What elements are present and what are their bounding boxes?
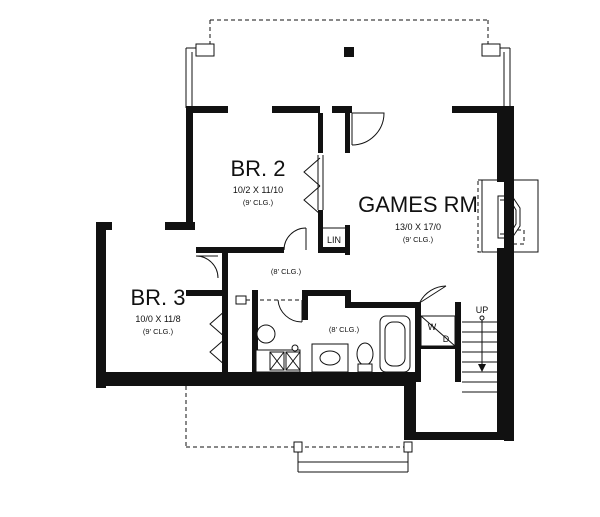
deck-frame — [185, 47, 511, 108]
post-marker — [344, 47, 354, 57]
sink-icon — [256, 324, 276, 344]
games-title: GAMES RM — [358, 192, 478, 217]
closet-bifold-br3 — [209, 309, 227, 367]
exterior-walls — [96, 106, 514, 441]
linen-closet — [321, 227, 347, 251]
washer-label: W — [428, 322, 437, 332]
bath-fixtures — [255, 315, 411, 373]
br2-ceiling: (9' CLG.) — [243, 198, 274, 207]
br3-ceiling: (9' CLG.) — [143, 327, 174, 336]
br3-title: BR. 3 — [130, 285, 185, 310]
interior-walls — [186, 113, 461, 382]
br2-size: 10/2 X 11/10 — [233, 185, 283, 195]
br2-title: BR. 2 — [230, 156, 285, 181]
bath-ceiling: (8' CLG.) — [329, 325, 360, 334]
washer-dryer — [420, 315, 456, 347]
toilet-icon — [356, 342, 374, 366]
games-ceiling: (9' CLG.) — [403, 235, 434, 244]
stairs — [462, 315, 498, 393]
stairs-arrow-icon — [478, 364, 486, 372]
fireplace — [477, 179, 539, 253]
stairs-up-label: UP — [476, 305, 489, 315]
hall-markers — [235, 295, 302, 305]
linen-label: LIN — [327, 235, 341, 245]
hall-ceiling: (8' CLG.) — [271, 267, 302, 276]
games-size: 13/0 X 17/0 — [395, 222, 441, 232]
upper-patio-outline — [195, 19, 501, 57]
lower-porch-outline — [185, 386, 413, 473]
dryer-label: D — [443, 334, 450, 344]
br3-size: 10/0 X 11/8 — [135, 314, 180, 324]
doors — [195, 112, 447, 323]
vanity-sink-icon — [319, 350, 341, 366]
closet-bifold-br2 — [303, 155, 324, 215]
